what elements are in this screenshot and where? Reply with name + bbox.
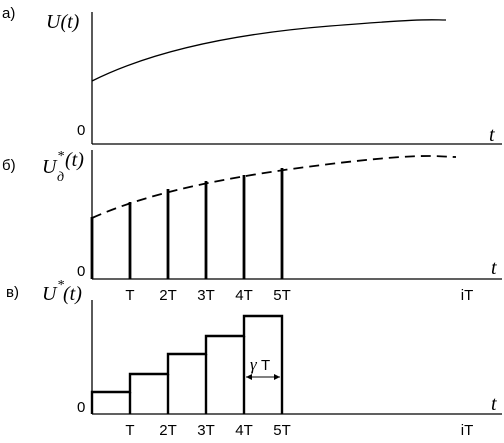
panel-b-dashed-envelope	[91, 155, 457, 219]
panel-a-x-label: t	[489, 124, 495, 146]
panel-c-y-label-main: U	[42, 283, 58, 305]
tick-label: 2T	[159, 287, 177, 304]
panel-a-curve	[91, 19, 447, 82]
panel-c-x-label: t	[491, 393, 497, 415]
panel-b-y-label-main: U	[42, 156, 58, 178]
panel-b-y-label-sup: *	[57, 149, 64, 164]
tick-label: 3T	[197, 422, 215, 439]
panel-b-marker: б)	[2, 157, 16, 174]
width-label-gamma: γ	[250, 355, 258, 374]
panel-c: в) U * (t) 0 t γ T T 2T 3T 4T 5T iT	[6, 278, 502, 439]
panel-a-marker: а)	[2, 5, 15, 22]
tick-label: 3T	[197, 287, 215, 304]
tick-label: 4T	[235, 287, 253, 304]
panel-a: а) U(t) 0 t	[2, 5, 502, 146]
panel-c-y-label-sup: *	[57, 278, 64, 293]
panel-b-zero-label: 0	[77, 263, 85, 280]
panel-c-y-label-arg: (t)	[63, 283, 82, 305]
panel-c-tick-labels: T 2T 3T 4T 5T iT	[125, 422, 473, 439]
panel-a-zero-label: 0	[77, 122, 85, 139]
tick-label: 4T	[235, 422, 253, 439]
tick-label: 5T	[273, 422, 291, 439]
panel-b: б) U * д (t) 0 t T 2T 3T 4T 5T iT	[2, 149, 502, 304]
width-label-T: T	[261, 357, 270, 374]
panel-c-staircase	[90, 314, 284, 414]
panel-c-marker: в)	[6, 284, 19, 301]
panel-b-y-label-sub: д	[57, 170, 64, 185]
panel-b-x-label: t	[491, 257, 497, 279]
tick-label: 2T	[159, 422, 177, 439]
width-arrow-right-head	[274, 374, 280, 380]
tick-label: iT	[461, 287, 474, 304]
panel-c-zero-label: 0	[77, 399, 85, 416]
tick-label: T	[125, 422, 134, 439]
tick-label: iT	[461, 422, 474, 439]
panel-a-y-label: U(t)	[46, 11, 80, 33]
panel-b-y-label-arg: (t)	[65, 149, 84, 171]
tick-label: 5T	[273, 287, 291, 304]
tick-label: T	[125, 287, 134, 304]
panel-b-tick-labels: T 2T 3T 4T 5T iT	[125, 287, 473, 304]
panel-b-stems	[90, 168, 284, 279]
width-annotation: γ T	[246, 355, 280, 380]
width-arrow-left-head	[246, 374, 252, 380]
panel-c-step-dividers	[128, 336, 246, 414]
